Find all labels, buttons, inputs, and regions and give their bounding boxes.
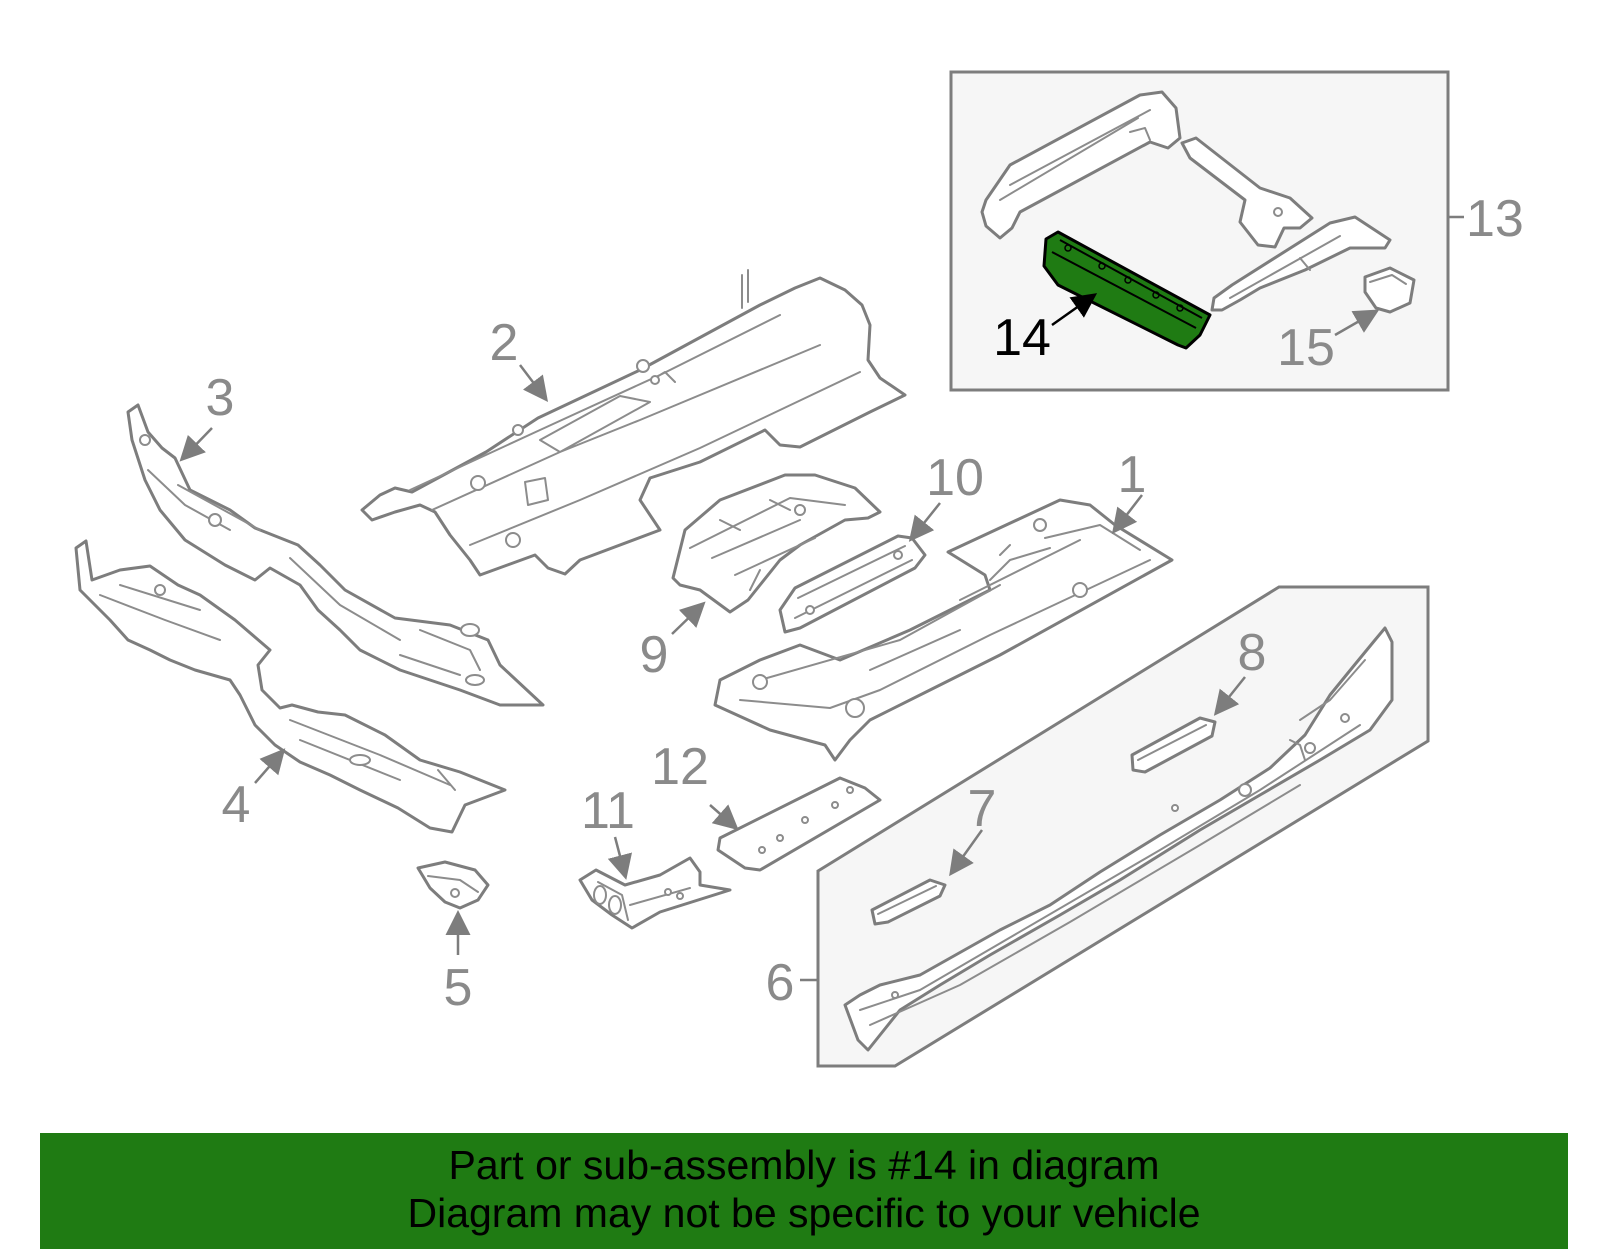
- part-14-crossmember[interactable]: [1042, 230, 1212, 350]
- leader-4: [254, 748, 286, 784]
- leader-2: [519, 364, 549, 402]
- part-12-plate[interactable]: [716, 776, 882, 872]
- part-10-crossbar[interactable]: [778, 534, 927, 634]
- part-2-floor-tunnel[interactable]: [360, 269, 907, 577]
- banner-line-1: Part or sub-assembly is #14 in diagram: [448, 1142, 1160, 1188]
- part-11-bracket[interactable]: [578, 856, 732, 930]
- callout-10: 10: [926, 449, 984, 507]
- leader-12: [709, 804, 739, 831]
- part-4-lower-rail[interactable]: [74, 539, 507, 834]
- leader-15: [1334, 309, 1380, 337]
- part-13-right-rail[interactable]: [1210, 215, 1392, 312]
- info-banner: Part or sub-assembly is #14 in diagram D…: [40, 1133, 1568, 1249]
- part-6-side-sill[interactable]: [843, 626, 1394, 1052]
- callout-3: 3: [206, 369, 235, 427]
- banner-line-2: Diagram may not be specific to your vehi…: [407, 1190, 1201, 1236]
- leader-lines: [179, 293, 1380, 955]
- callout-2: 2: [490, 314, 519, 372]
- callout-13: 13: [1466, 190, 1524, 248]
- leader-7: [949, 829, 984, 877]
- leader-1: [1111, 494, 1143, 534]
- part-5-bracket[interactable]: [416, 860, 490, 910]
- leader-3: [179, 427, 213, 462]
- callout-4: 4: [222, 776, 251, 834]
- leader-8: [1213, 676, 1246, 716]
- callout-12: 12: [651, 738, 709, 796]
- leader-11: [607, 836, 632, 880]
- callout-11: 11: [581, 782, 635, 840]
- leader-14: [1051, 293, 1098, 327]
- callout-15: 15: [1277, 319, 1335, 377]
- callout-14: 14: [993, 309, 1051, 367]
- part-15-bracket[interactable]: [1363, 266, 1416, 314]
- leader-10: [908, 502, 941, 542]
- part-8-bar[interactable]: [1130, 716, 1217, 774]
- callout-9: 9: [640, 626, 669, 684]
- part-13-left-rail[interactable]: [980, 90, 1182, 240]
- part-3-front-rail[interactable]: [126, 403, 545, 707]
- callouts: 1 2 3 4 5 6 7 8 9 10 11 12 13 14 15: [206, 190, 1524, 1017]
- callout-5: 5: [444, 959, 473, 1017]
- callout-7: 7: [968, 780, 997, 838]
- part-13-middle-bracket[interactable]: [1180, 136, 1314, 249]
- callout-1: 1: [1118, 446, 1147, 504]
- leader-9: [671, 601, 706, 635]
- part-1-main-floor[interactable]: [713, 498, 1174, 762]
- part-9-seat-pan[interactable]: [671, 473, 882, 614]
- callout-8: 8: [1238, 624, 1267, 682]
- part-7-bar[interactable]: [870, 878, 947, 926]
- callout-6: 6: [766, 954, 795, 1012]
